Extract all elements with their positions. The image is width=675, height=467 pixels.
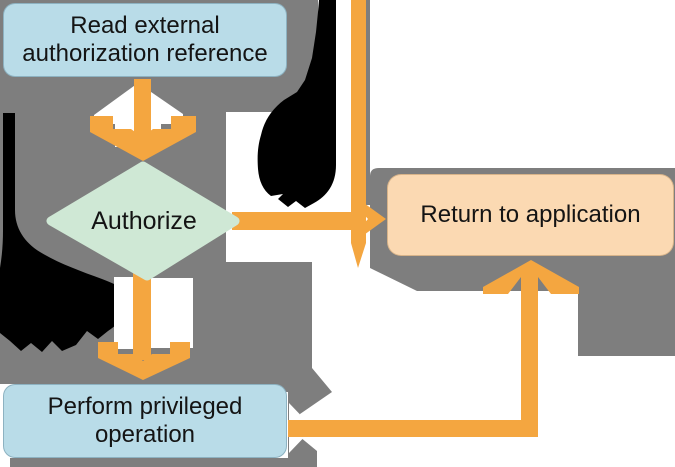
arrow-read-to-authorize-head bbox=[90, 116, 196, 161]
node-perform-label: Perform privileged operation bbox=[47, 393, 243, 448]
arrow-decoration-mid-right bbox=[151, 278, 193, 348]
arrow-perform-to-return-vertical bbox=[521, 277, 538, 437]
arrowhead-into-return-bottom bbox=[483, 260, 579, 294]
node-perform-privileged-operation: Perform privileged operation bbox=[3, 384, 287, 458]
node-read-external-authorization-reference: Read external authorization reference bbox=[3, 3, 287, 77]
node-return-label: Return to application bbox=[420, 201, 641, 229]
node-read-label: Read external authorization reference bbox=[22, 12, 268, 67]
artifact-blob-fail-label bbox=[257, 0, 336, 208]
panel-return-shadow-right bbox=[578, 240, 675, 356]
arrow-authorize-to-perform-head bbox=[98, 342, 190, 380]
arrowhead-into-return-left bbox=[357, 198, 386, 240]
arrow-read-to-authorize-shaft bbox=[134, 79, 151, 140]
arrow-decoration-mid-left bbox=[114, 277, 134, 349]
node-authorize-diamond bbox=[46, 161, 240, 281]
line-top-vertical bbox=[351, 0, 366, 243]
artifact-blob-pass-label bbox=[0, 113, 133, 352]
panel-lower-left-shadow bbox=[10, 262, 332, 467]
node-authorize-label: Authorize bbox=[91, 207, 197, 235]
node-return-to-application: Return to application bbox=[387, 174, 674, 256]
line-top-vertical-tail bbox=[351, 243, 366, 268]
arrow-perform-to-return-horizontal bbox=[288, 420, 538, 437]
arrow-authorize-to-return-shaft bbox=[232, 212, 366, 230]
shadow-vertical-line bbox=[366, 0, 370, 205]
arrow-authorize-to-perform-shaft bbox=[133, 271, 151, 360]
